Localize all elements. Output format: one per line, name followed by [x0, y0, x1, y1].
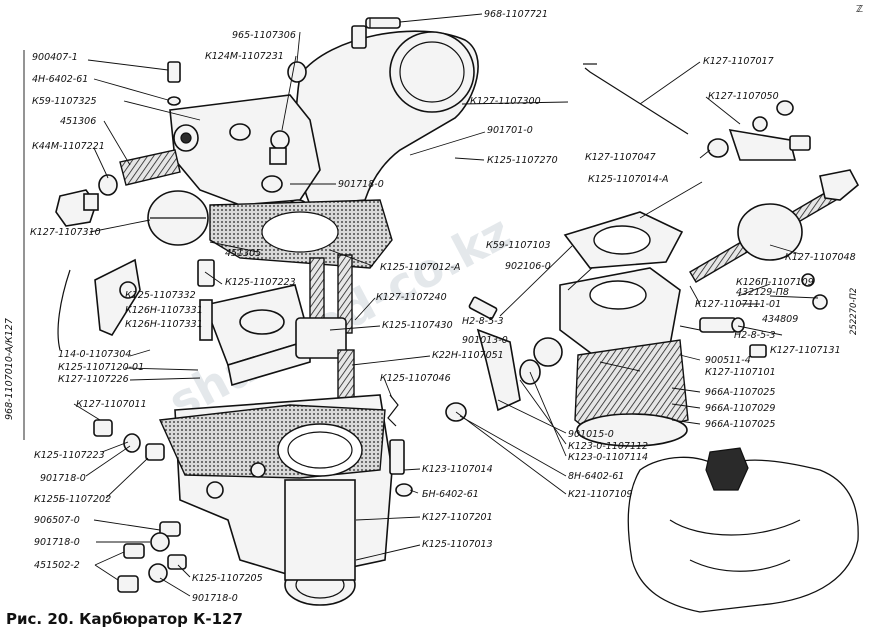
label-4: 4Н-6402-61 — [32, 74, 88, 85]
label-41: К127-1107131 — [770, 345, 841, 356]
label-29: 901013-0 — [462, 335, 508, 346]
label-46: К125-1107046 — [380, 373, 451, 384]
label-28: Н2-8-5-3 — [462, 316, 504, 327]
label-55: К21-1107109 — [568, 489, 633, 500]
label-22: 902106-0 — [505, 261, 551, 272]
label-30: К126П-1107109 — [736, 277, 814, 288]
label-13: К127-1107017 — [703, 56, 774, 67]
screw-900407 — [167, 61, 181, 106]
top-screw — [351, 17, 401, 49]
label-25: К126Н-1107331 — [125, 319, 203, 330]
label-39: К22Н-1107051 — [432, 350, 504, 361]
throttle-shaft — [689, 169, 860, 283]
label-20: К125-1107223 — [225, 277, 296, 288]
label-56: К123-1107014 — [422, 464, 493, 475]
label-15: К127-1107047 — [585, 152, 656, 163]
label-51: 901015-0 — [568, 429, 614, 440]
label-63: К127-1107201 — [422, 512, 493, 523]
label-43: 966А-1107025 — [705, 387, 775, 398]
label-6: 451306 — [60, 116, 96, 127]
label-14: К127-1107050 — [708, 91, 779, 102]
diaphragm-disc — [147, 190, 209, 246]
label-53: К123-0-1107114 — [568, 452, 648, 463]
carburetor-body — [158, 394, 393, 606]
label-12: 901718-0 — [338, 179, 384, 190]
label-27: К125-1107430 — [382, 320, 453, 331]
label-5: К59-1107325 — [32, 96, 97, 107]
label-16: К125-1107014-А — [588, 174, 669, 185]
label-21: К59-1107103 — [486, 240, 551, 251]
small-fittings — [699, 273, 828, 358]
label-9: К127-1107300 — [470, 96, 541, 107]
label-1: 965-1107306 — [232, 30, 296, 41]
label-61: К125-1107205 — [192, 573, 263, 584]
label-40: 900511-4 — [705, 355, 751, 366]
spring-rod — [387, 394, 399, 427]
label-11: К125-1107270 — [487, 155, 558, 166]
label-37: К125-1107120-01 — [58, 362, 144, 373]
drain-plug — [55, 189, 99, 227]
label-31: 432129-П8 — [736, 287, 789, 298]
label-26: К127-1107240 — [376, 292, 447, 303]
label-10: 901701-0 — [487, 125, 533, 136]
float-assembly — [197, 259, 311, 387]
corner-mark: ℤ — [856, 4, 863, 15]
label-17: К127-1107048 — [785, 252, 856, 263]
throttle-flange — [563, 211, 684, 269]
label-47: К127-1107011 — [76, 399, 147, 410]
label-52: К123-0-1107112 — [568, 441, 648, 452]
throttle-rod — [583, 63, 689, 135]
label-60: 451502-2 — [34, 560, 80, 571]
label-18: 451305 — [225, 248, 261, 259]
label-42: К127-1107101 — [705, 367, 776, 378]
bolt-k123 — [389, 439, 413, 497]
leader-lines — [73, 13, 819, 597]
label-0: 968-1107721 — [484, 9, 548, 20]
label-33: 434809 — [762, 314, 798, 325]
label-34: 252270-П2 — [849, 288, 859, 335]
label-54: 8Н-6402-61 — [568, 471, 624, 482]
upper-gasket — [209, 199, 393, 269]
throttle-lever-assy — [707, 100, 811, 161]
label-8: К127-1107310 — [30, 227, 101, 238]
label-57: БН-6402-61 — [422, 489, 479, 500]
label-7: К44М-1107221 — [32, 141, 105, 152]
side-label: 968-1107010-А/К127 — [4, 318, 15, 420]
label-2: К124М-1107231 — [205, 51, 284, 62]
accelerator-pump — [295, 254, 355, 411]
label-44: 966А-1107029 — [705, 403, 775, 414]
engine-inset — [627, 447, 859, 613]
label-59: 901718-0 — [34, 537, 80, 548]
label-64: К125-1107013 — [422, 539, 493, 550]
part-labels: 968-1107721 965-1107306 К124М-1107231 90… — [30, 9, 859, 604]
choke-lever — [57, 258, 141, 351]
lower-screws — [93, 419, 187, 593]
label-45: 966А-1107025 — [705, 419, 775, 430]
label-58: 906507-0 — [34, 515, 80, 526]
label-49: 901718-0 — [40, 473, 86, 484]
throttle-housing — [533, 267, 689, 447]
air-intake-housing — [169, 30, 479, 217]
label-35: Н2-8-5-3 — [734, 330, 776, 341]
label-19: К125-1107012-А — [380, 262, 461, 273]
label-24: К126Н-1107331 — [125, 305, 203, 316]
label-50: К125Б-1107202 — [34, 494, 111, 505]
figure-caption: Рис. 20. Карбюратор К-127 — [6, 610, 243, 628]
label-62: 901718-0 — [192, 593, 238, 604]
label-32: К127-1107111-01 — [695, 299, 781, 310]
banjo-fitting — [269, 61, 307, 165]
label-23: К125-1107332 — [125, 290, 196, 301]
fuel-filter — [98, 149, 181, 196]
label-48: К125-1107223 — [34, 450, 105, 461]
label-38: К127-1107226 — [58, 374, 129, 385]
label-3: 900407-1 — [32, 52, 78, 63]
label-36: 114-0-1107304 — [58, 349, 131, 360]
